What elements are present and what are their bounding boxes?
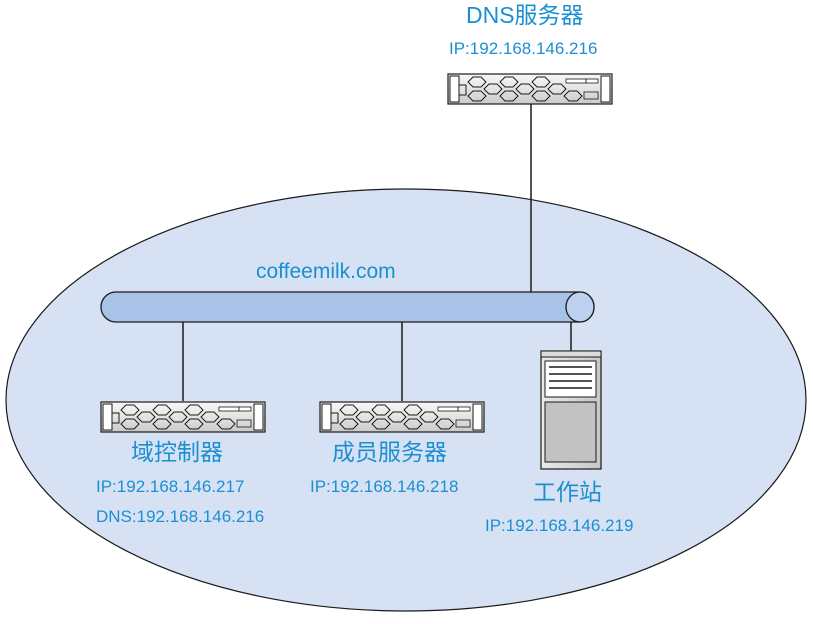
member-server-ip: IP:192.168.146.218 xyxy=(310,477,459,496)
member-server-icon xyxy=(319,401,485,433)
dns-server-ip: IP:192.168.146.216 xyxy=(449,39,598,58)
workstation-title: 工作站 xyxy=(533,479,602,505)
domain-controller-ip: IP:192.168.146.217 xyxy=(96,477,245,496)
workstation-tower-icon xyxy=(540,350,602,470)
dns-server-icon xyxy=(447,73,613,105)
domain-ellipse xyxy=(5,188,807,612)
domain-name-label: coffeemilk.com xyxy=(256,260,396,283)
dns-server-title: DNS服务器 xyxy=(466,2,584,28)
domain-controller-server-icon xyxy=(100,401,266,433)
member-server-title: 成员服务器 xyxy=(332,439,447,465)
network-bus xyxy=(100,291,595,323)
domain-controller-dns: DNS:192.168.146.216 xyxy=(96,507,265,526)
workstation-ip: IP:192.168.146.219 xyxy=(485,516,634,535)
domain-controller-title: 域控制器 xyxy=(131,439,223,465)
